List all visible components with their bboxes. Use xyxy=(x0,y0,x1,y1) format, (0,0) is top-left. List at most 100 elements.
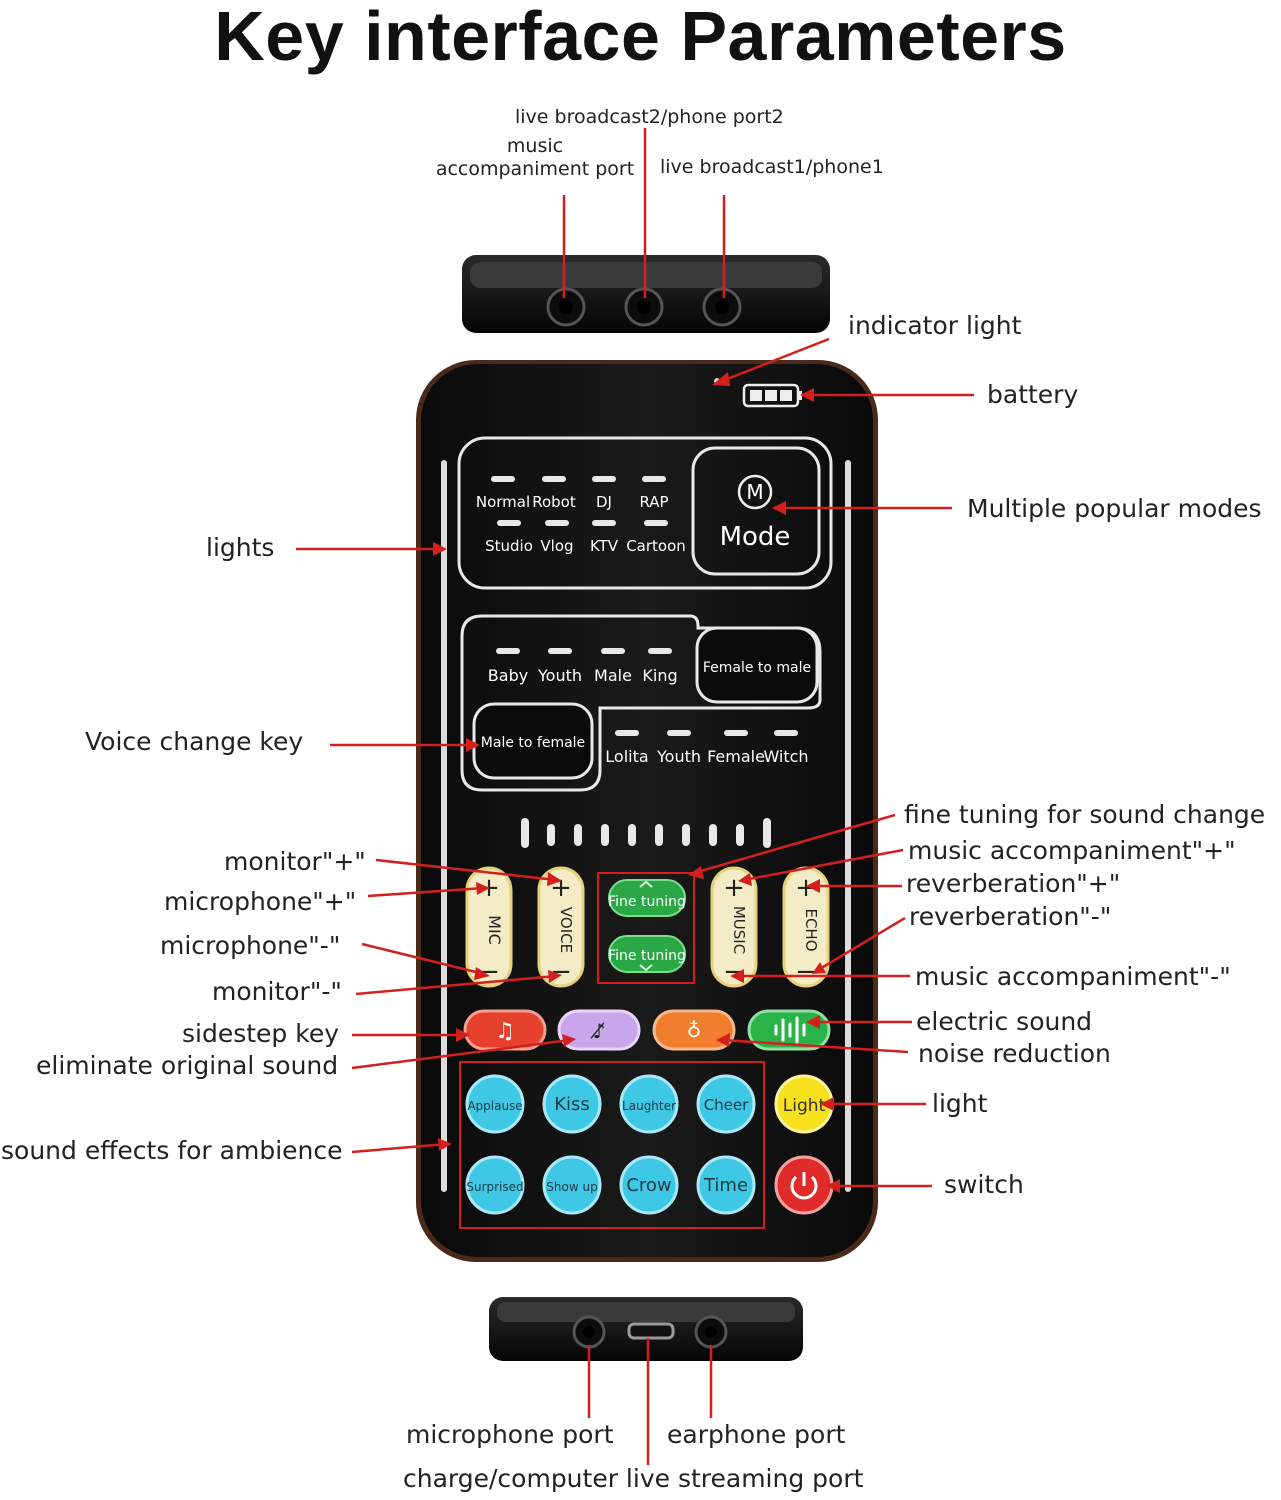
mode-top-label-1: Robot xyxy=(532,493,576,511)
noise-reduction-key[interactable]: ♁ xyxy=(652,1009,736,1051)
label-monitor-plus: monitor"+" xyxy=(224,847,366,876)
music-key[interactable]: + − MUSIC xyxy=(710,866,758,988)
arrow-sidestep xyxy=(456,1028,470,1042)
effect-key-row2-3[interactable]: Time xyxy=(696,1155,756,1215)
voice-bottom-led-1 xyxy=(667,730,691,736)
effect-key-row1-label-2: Laughter xyxy=(622,1099,676,1113)
voice-bottom-led-0 xyxy=(615,730,639,736)
mode-top-led-2 xyxy=(592,476,616,482)
voice-key-label: VOICE xyxy=(557,907,575,953)
mode-button[interactable] xyxy=(691,446,821,576)
effect-key-row1-0[interactable]: Applause xyxy=(465,1074,525,1134)
label-fine-tuning: fine tuning for sound change xyxy=(904,800,1266,829)
label-microphone-port: microphone port xyxy=(406,1420,614,1449)
usb-port xyxy=(627,1322,675,1340)
left-light-strip xyxy=(441,460,447,1192)
callout-ambience xyxy=(351,1142,448,1154)
mode-button-label: Mode xyxy=(720,522,791,552)
voice-top-led-1 xyxy=(548,648,572,654)
level-bar-7 xyxy=(709,824,717,846)
voice-key[interactable]: + − VOICE xyxy=(537,866,585,988)
voice-top-label-1: Youth xyxy=(537,666,582,685)
callout-arrowheads xyxy=(433,372,840,1193)
mode-bottom-label-2: KTV xyxy=(590,537,619,555)
no-vocal-icon: ♪̸ xyxy=(590,1019,605,1043)
voice-bottom-label-1: Youth xyxy=(656,747,701,766)
voice-top-led-2 xyxy=(601,648,625,654)
effect-key-row2-0[interactable]: Surprised xyxy=(465,1155,525,1215)
level-bar-6 xyxy=(682,824,690,846)
up-chevron-icon xyxy=(639,880,653,888)
voice-bottom-label-2: Female xyxy=(707,747,765,766)
fine-tuning-frame xyxy=(597,872,695,984)
voice-top-led-3 xyxy=(648,648,672,654)
label-lights: lights xyxy=(206,533,275,562)
eliminate-original-key[interactable]: ♪̸ xyxy=(557,1009,641,1051)
label-music-port-line1: music xyxy=(506,135,564,157)
arrow-music-minus xyxy=(730,969,744,983)
fine-down-label: Fine tuning xyxy=(608,948,686,964)
arrow-monitor-minus xyxy=(548,970,562,983)
effect-key-row1-circle-0 xyxy=(465,1074,525,1134)
fine-tuning-up-button[interactable]: Fine tuning xyxy=(608,879,686,917)
effect-key-row1-1[interactable]: Kiss xyxy=(542,1074,602,1134)
mode-bottom-led-2 xyxy=(592,520,616,526)
callout-eliminate xyxy=(351,1038,571,1070)
voice-panel xyxy=(460,614,822,792)
music-key-label: MUSIC xyxy=(730,906,748,954)
callout-monitor-minus xyxy=(355,974,557,996)
level-indicator-bars xyxy=(521,818,771,848)
effect-key-row1-3[interactable]: Cheer xyxy=(696,1074,756,1134)
male-to-female-label: Male to female xyxy=(481,735,585,751)
effect-key-row1-circle-2 xyxy=(619,1074,679,1134)
arrow-reverb-plus xyxy=(806,879,820,893)
fine-up-label: Fine tuning xyxy=(608,894,686,910)
fine-tuning-down-button[interactable]: Fine tuning xyxy=(608,935,686,973)
label-reverb-minus: reverberation"-" xyxy=(909,902,1112,931)
echo-key-label: ECHO xyxy=(802,908,820,951)
level-bar-3 xyxy=(601,824,609,846)
mode-top-led-3 xyxy=(642,476,666,482)
level-bar-9 xyxy=(763,818,771,848)
voice-top-label-2: Male xyxy=(594,666,632,685)
sidestep-key[interactable]: ♫ xyxy=(463,1009,547,1051)
label-voice-change: Voice change key xyxy=(85,727,304,756)
effect-key-row2-2[interactable]: Crow xyxy=(619,1155,679,1215)
mic-key-label: MIC xyxy=(485,915,504,945)
level-bar-1 xyxy=(547,824,555,846)
light-key-label: Light xyxy=(783,1096,826,1116)
label-earphone-port: earphone port xyxy=(667,1420,846,1449)
arrow-monitor-plus xyxy=(547,872,562,886)
arrow-eliminate xyxy=(562,1034,576,1047)
effect-key-row2-1[interactable]: Show up xyxy=(542,1155,602,1215)
effect-key-row2-circle-3 xyxy=(696,1155,756,1215)
label-charge-port: charge/computer live streaming port xyxy=(403,1464,864,1493)
label-noise: noise reduction xyxy=(918,1039,1111,1068)
power-switch[interactable] xyxy=(774,1155,834,1215)
label-reverb-plus: reverberation"+" xyxy=(906,869,1121,898)
waveform-icon xyxy=(774,1016,806,1044)
callout-fine-tuning xyxy=(693,813,896,875)
arrow-battery xyxy=(800,388,814,402)
level-bar-2 xyxy=(574,824,582,846)
arrow-fine-tuning xyxy=(688,866,704,879)
mode-bottom-led-0 xyxy=(497,520,521,526)
arrow-indicator xyxy=(712,372,730,386)
female-to-male-button[interactable] xyxy=(695,626,819,704)
mode-bottom-label-1: Vlog xyxy=(540,537,573,555)
mic-key[interactable]: + − MIC xyxy=(465,866,513,988)
ambience-frame xyxy=(459,1061,765,1229)
echo-key[interactable]: + − ECHO xyxy=(782,866,830,988)
effect-key-row1-2[interactable]: Laughter xyxy=(619,1074,679,1134)
effect-key-row1-circle-1 xyxy=(542,1074,602,1134)
male-to-female-button[interactable] xyxy=(472,702,594,780)
label-music-minus: music accompaniment"-" xyxy=(915,962,1231,991)
light-key[interactable]: Light xyxy=(774,1074,834,1134)
effect-key-row1-circle-3 xyxy=(696,1074,756,1134)
effect-key-row1-label-1: Kiss xyxy=(554,1094,590,1115)
label-electric: electric sound xyxy=(916,1007,1093,1036)
label-indicator: indicator light xyxy=(848,311,1022,340)
label-broadcast2: live broadcast2/phone port2 xyxy=(515,106,784,128)
